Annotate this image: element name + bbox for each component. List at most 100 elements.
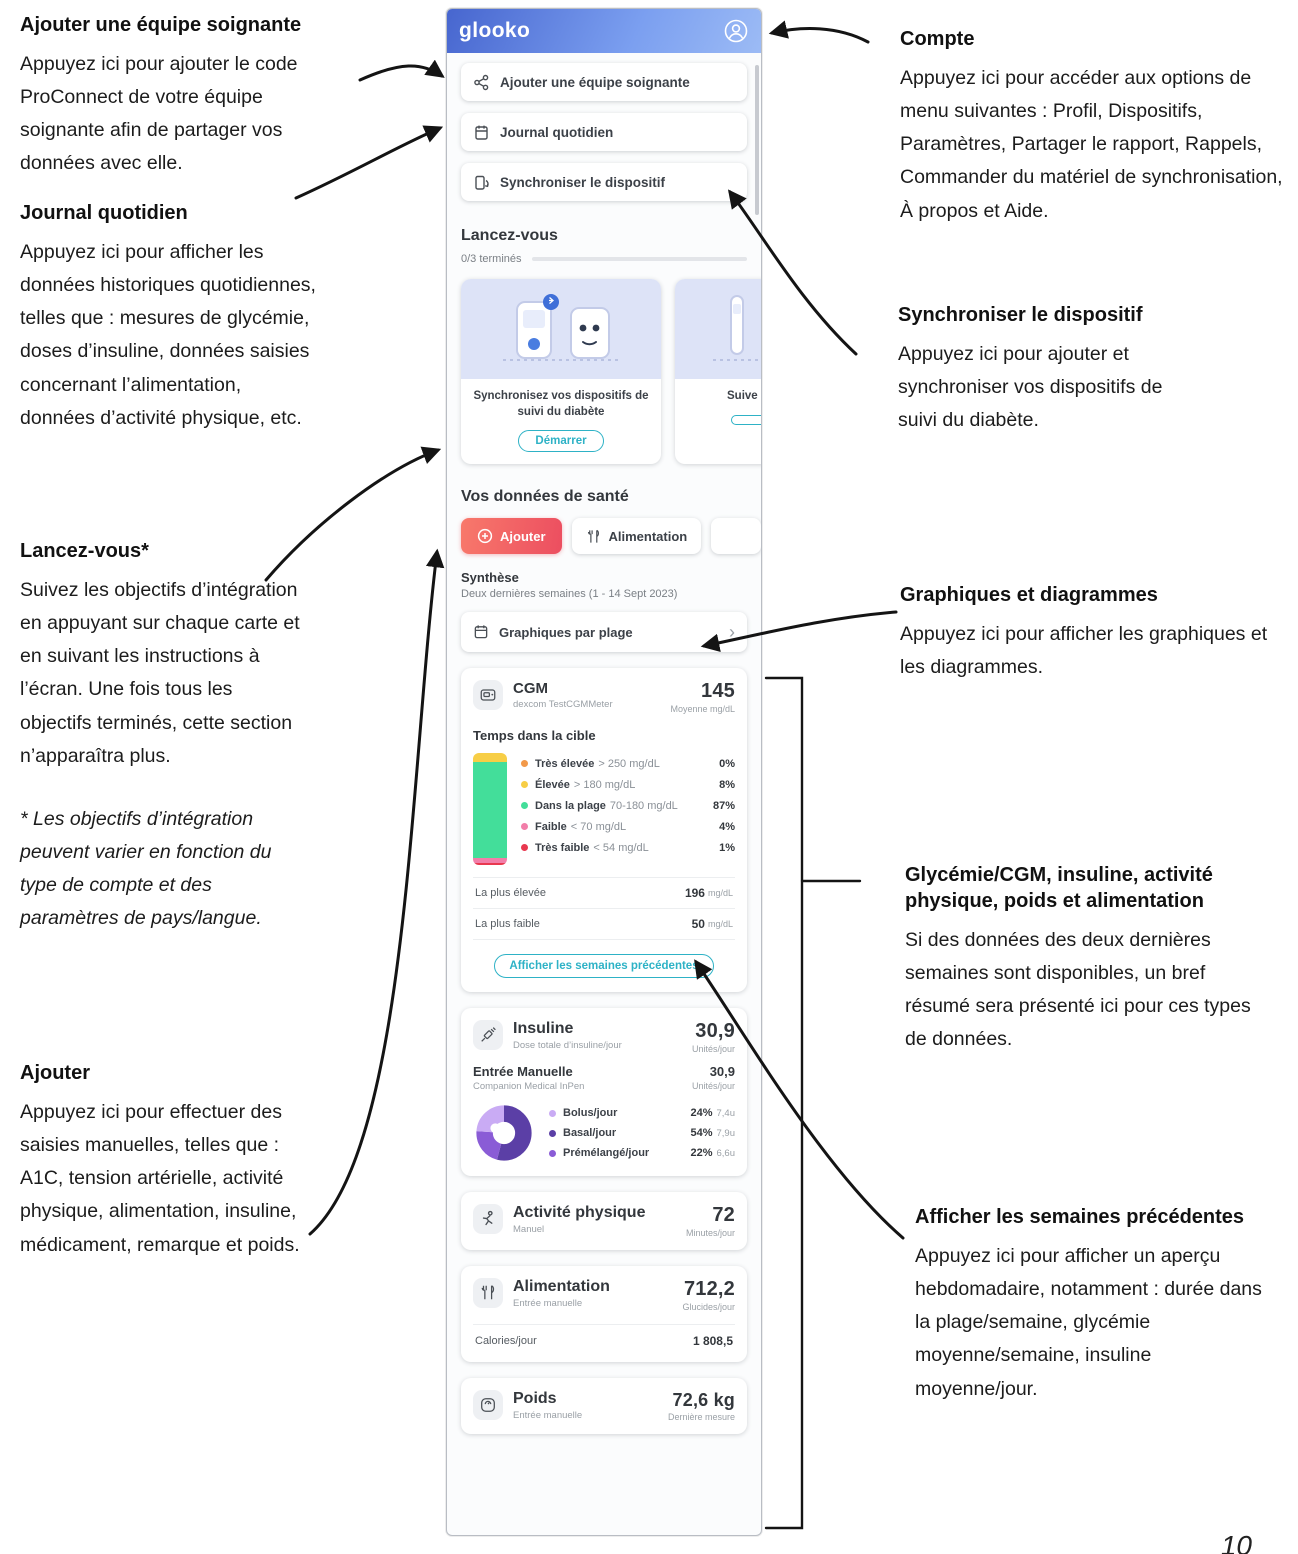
calories-value: 1 808,5 [692,1334,733,1349]
weight-card-header: Poids Entrée manuelle 72,6 kg Dernière m… [473,1390,735,1422]
legend-label: Très faible [535,841,590,854]
legend-range: > 250 mg/dL [598,757,660,770]
cgm-card[interactable]: CGM dexcom TestCGMMeter 145 Moyenne mg/d… [461,668,747,993]
insulin-subtitle: Dose totale d’insuline/jour [513,1040,622,1052]
insulin-card-header: Insuline Dose totale d’insuline/jour 30,… [473,1020,735,1054]
daily-journal-button[interactable]: Journal quotidien [461,113,747,151]
add-care-team-button[interactable]: Ajouter une équipe soignante [461,63,747,101]
insulin-card[interactable]: Insuline Dose totale d’insuline/jour 30,… [461,1008,747,1177]
annotation-title: Journal quotidien [20,202,188,224]
food-card-header: Alimentation Entrée manuelle 712,2 Gluci… [473,1278,735,1312]
tir-seg-high [473,753,507,763]
weight-card[interactable]: Poids Entrée manuelle 72,6 kg Dernière m… [461,1378,747,1435]
legend-dot [549,1109,556,1117]
sync-device-icon [473,174,490,191]
legend-amount: 7,4u [716,1107,736,1119]
manual-entry-subrow: Companion Medical InPen Unités/jour [473,1081,735,1092]
arrow-ajouter [308,548,445,1236]
previous-weeks-button[interactable]: Afficher les semaines précédentes [494,954,714,979]
cgm-card-header: CGM dexcom TestCGMMeter 145 Moyenne mg/d… [473,680,735,714]
glooko-logo: glooko [459,19,531,42]
food-title: Alimentation [513,1278,610,1296]
onboarding-cards: Synchronisez vos dispositifs de suivi du… [461,279,761,465]
weight-subtitle: Entrée manuelle [513,1410,583,1422]
calendar-icon [473,624,489,640]
cgm-meter-icon [473,680,503,711]
legend-pct: 0% [719,757,735,770]
legend-range: > 180 mg/dL [573,778,636,791]
legend-dot [521,760,528,768]
lowest-row: La plus faible 50 mg/dL [473,908,735,941]
activity-card[interactable]: Activité physique Manuel 72 Minutes/jour [461,1192,747,1251]
tir-seg-in-range [473,762,507,859]
health-actions: Ajouter Alimentation [461,518,761,555]
sync-device-button[interactable]: Synchroniser le dispositif [461,163,747,201]
manual-entry-label: Entrée Manuelle [473,1064,573,1080]
account-icon[interactable] [723,18,749,44]
legend-label: Basal/jour [563,1127,617,1140]
tir-stacked-bar [473,753,507,866]
phone-scrollbar[interactable] [755,65,759,215]
annotation-title: Graphiques et diagrammes [900,584,1158,606]
app-header: glooko [447,9,761,53]
charts-button-label: Graphiques par plage [499,624,633,640]
annotation-body: Appuyez ici pour afficher un aperçu hebd… [915,1245,1262,1400]
weight-value: 72,6 kg [672,1390,735,1411]
synthese-title: Synthèse [461,570,519,586]
activity-card-header: Activité physique Manuel 72 Minutes/jour [473,1204,735,1238]
add-label: Ajouter [500,528,546,544]
manual-entry-row: Entrée Manuelle 30,9 [473,1064,735,1079]
annotation-body: Appuyez ici pour ajouter le code ProConn… [20,53,298,175]
annotation-body: Appuyez ici pour afficher les données hi… [20,241,316,429]
nav-label: Synchroniser le dispositif [500,174,666,190]
pen-illustration [675,279,761,379]
annotation-ajouter: Ajouter Appuyez ici pour effectuer des s… [20,1060,316,1262]
cgm-average-value: 145 [701,680,735,703]
scale-icon [473,1390,503,1421]
start-button-partial[interactable] [731,414,761,425]
legend-dot [521,781,528,789]
calories-label: Calories/jour [475,1335,537,1348]
food-card[interactable]: Alimentation Entrée manuelle 712,2 Gluci… [461,1266,747,1363]
onboarding-card-next[interactable]: Suive [675,279,761,465]
progress-bar [531,257,747,261]
tir-legend-row: Faible < 70 mg/dL 4% [521,816,735,837]
charts-by-range-button[interactable]: Graphiques par plage › [461,612,747,653]
synthese-range: Deux dernières semaines (1 - 14 Sept 202… [461,588,678,601]
onboarding-card-text: Synchronisez vos dispositifs de suivi du… [473,390,649,418]
bracket-data-cards [764,676,804,1530]
legend-range: < 54 mg/dL [593,841,649,854]
next-filter-button-partial[interactable] [711,518,761,555]
annotation-body: Si des données des deux dernières semain… [905,929,1251,1051]
insulin-legend: Bolus/jour 24% 7,4u Basal/jour 54% 7,9u … [549,1103,735,1163]
care-team-icon [473,74,490,91]
annotation-body: Appuyez ici pour ajouter et synchroniser… [898,343,1163,432]
insulin-donut [476,1105,532,1161]
annotation-title: Ajouter une équipe soignante [20,14,302,36]
onboarding-progress: 0/3 terminés [461,253,747,265]
nav-label: Ajouter une équipe soignante [500,74,690,90]
annotation-body: Appuyez ici pour effectuer des saisies m… [20,1101,300,1256]
food-unit: Glucides/jour [682,1302,735,1313]
weight-unit: Dernière mesure [667,1412,735,1423]
legend-pct: 87% [712,799,735,812]
legend-dot [521,823,528,831]
annotation-lancez-vous: Lancez-vous* Suivez les objectifs d’inté… [20,538,300,935]
insulin-device: Companion Medical InPen [473,1081,585,1093]
insulin-legend-row: Bolus/jour 24% 7,4u [549,1103,735,1123]
add-entry-button[interactable]: Ajouter [461,518,562,555]
manual-entry-unit: Unités/jour [691,1081,735,1092]
legend-amount: 7,9u [716,1127,736,1139]
insulin-legend-row: Basal/jour 54% 7,9u [549,1123,735,1143]
onboarding-card-sync[interactable]: Synchronisez vos dispositifs de suivi du… [461,279,661,465]
food-icon [586,529,601,544]
cutlery-icon [473,1278,503,1309]
start-button[interactable]: Démarrer [518,430,604,453]
annotation-title: Ajouter [20,1062,90,1084]
legend-pct: 8% [719,778,735,791]
cgm-title: CGM [513,680,548,698]
food-filter-button[interactable]: Alimentation [571,518,702,555]
lowest-value: 50 [691,917,705,932]
annotation-title: Afficher les semaines précédentes [915,1206,1245,1228]
